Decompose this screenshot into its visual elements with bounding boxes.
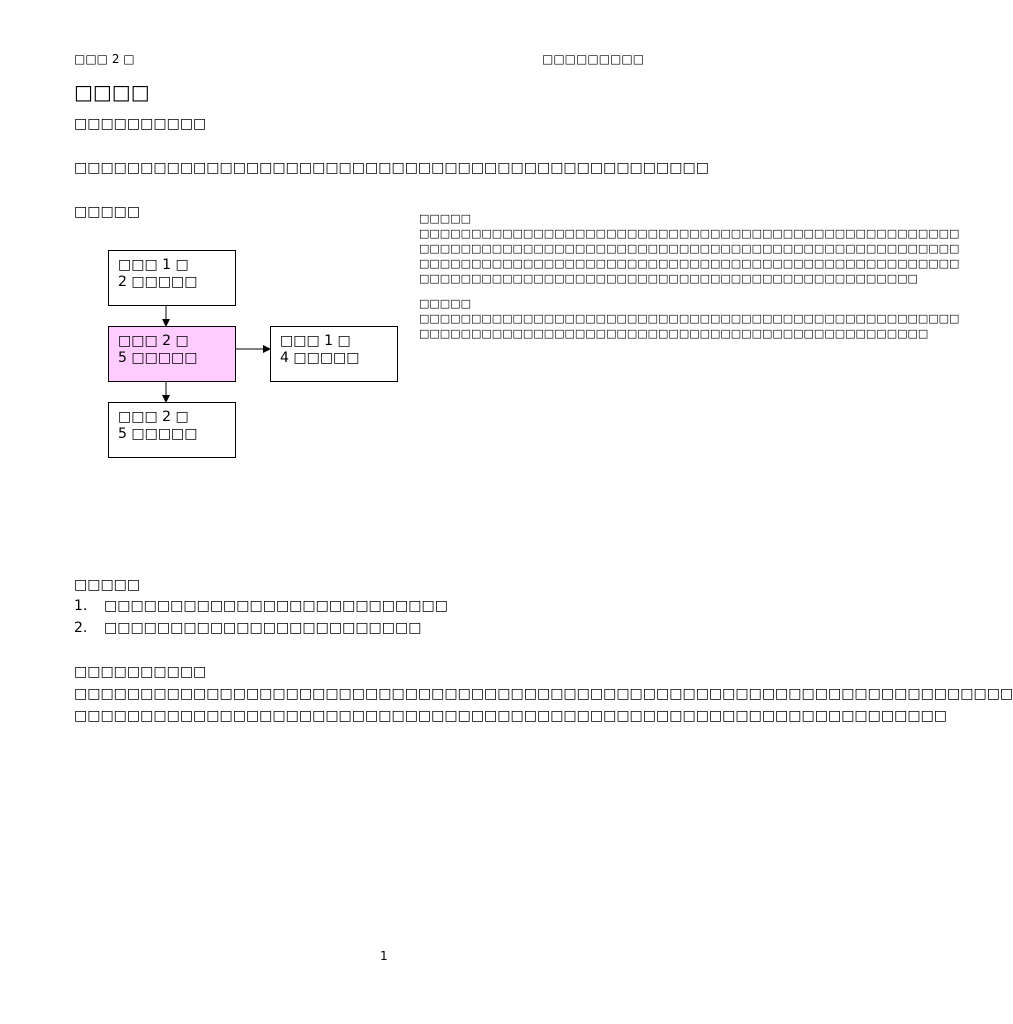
intro-paragraph: □□□□□□□□□□□□□□□□□□□□□□□□□□□□□□□□□□□□□□□□… [74,160,709,176]
steps-section-heading: □□□□□ [74,577,141,593]
flow-box-2-line-2: 5 □□□□□ [118,350,198,366]
side-note-1: □□□□□ □□□□□□□□□□□□□□□□□□□□□□□□□□□□□□□□□□… [419,211,960,286]
side-note-1-title: □□□□□ [419,212,471,225]
flow-section-heading: □□□□□ [74,204,141,220]
side-note-2-title: □□□□□ [419,297,471,310]
step-item-2-text: □□□□□□□□□□□□□□□□□□□□□□□□ [104,620,422,636]
flow-box-1: □□□ 1 □ 2 □□□□□ [108,250,236,306]
flow-box-2-highlighted: □□□ 2 □ 5 □□□□□ [108,326,236,382]
step-item-1-text: □□□□□□□□□□□□□□□□□□□□□□□□□□ [104,598,448,614]
step-item-2-number: 2. [74,620,88,636]
summary-paragraph-line: □□□□□□□□□□□□□□□□□□□□□□□□□□□□□□□□□□□□□□□□… [74,686,1013,702]
flow-box-1-line-1: □□□ 1 □ [118,257,189,273]
side-note-1-line: □□□□□□□□□□□□□□□□□□□□□□□□□□□□□□□□□□□□□□□□… [419,257,960,270]
step-item-2: 2. □□□□□□□□□□□□□□□□□□□□□□□□ [74,620,421,636]
flow-arrows [162,306,271,403]
side-note-1-line: □□□□□□□□□□□□□□□□□□□□□□□□□□□□□□□□□□□□□□□□… [419,227,960,240]
side-note-2: □□□□□ □□□□□□□□□□□□□□□□□□□□□□□□□□□□□□□□□□… [419,296,960,341]
header-left: □□□ 2 □ [74,52,135,66]
flow-box-3: □□□ 1 □ 4 □□□□□ [270,326,398,382]
side-note-2-line: □□□□□□□□□□□□□□□□□□□□□□□□□□□□□□□□□□□□□□□□… [419,312,960,325]
flow-box-1-line-2: 2 □□□□□ [118,274,198,290]
header-right: □□□□□□□□□ [542,52,645,66]
step-item-1-number: 1. [74,598,88,614]
flow-box-3-line-1: □□□ 1 □ [280,333,351,349]
summary-paragraph-line: □□□□□□□□□□□□□□□□□□□□□□□□□□□□□□□□□□□□□□□□… [74,708,948,724]
step-item-1: 1. □□□□□□□□□□□□□□□□□□□□□□□□□□ [74,598,448,614]
summary-section-heading: □□□□□□□□□□ [74,664,207,680]
document-subtitle: □□□□□□□□□□ [74,116,207,132]
side-note-1-line: □□□□□□□□□□□□□□□□□□□□□□□□□□□□□□□□□□□□□□□□… [419,242,960,255]
flow-box-3-line-2: 4 □□□□□ [280,350,360,366]
side-note-1-line: □□□□□□□□□□□□□□□□□□□□□□□□□□□□□□□□□□□□□□□□… [419,272,918,285]
document-title: □□□□ [74,80,150,104]
page-number: 1 [380,949,388,963]
flow-box-4-line-1: □□□ 2 □ [118,409,189,425]
flow-box-2-line-1: □□□ 2 □ [118,333,189,349]
side-note-2-line: □□□□□□□□□□□□□□□□□□□□□□□□□□□□□□□□□□□□□□□□… [419,327,929,340]
flow-box-4-line-2: 5 □□□□□ [118,426,198,442]
flow-box-4: □□□ 2 □ 5 □□□□□ [108,402,236,458]
